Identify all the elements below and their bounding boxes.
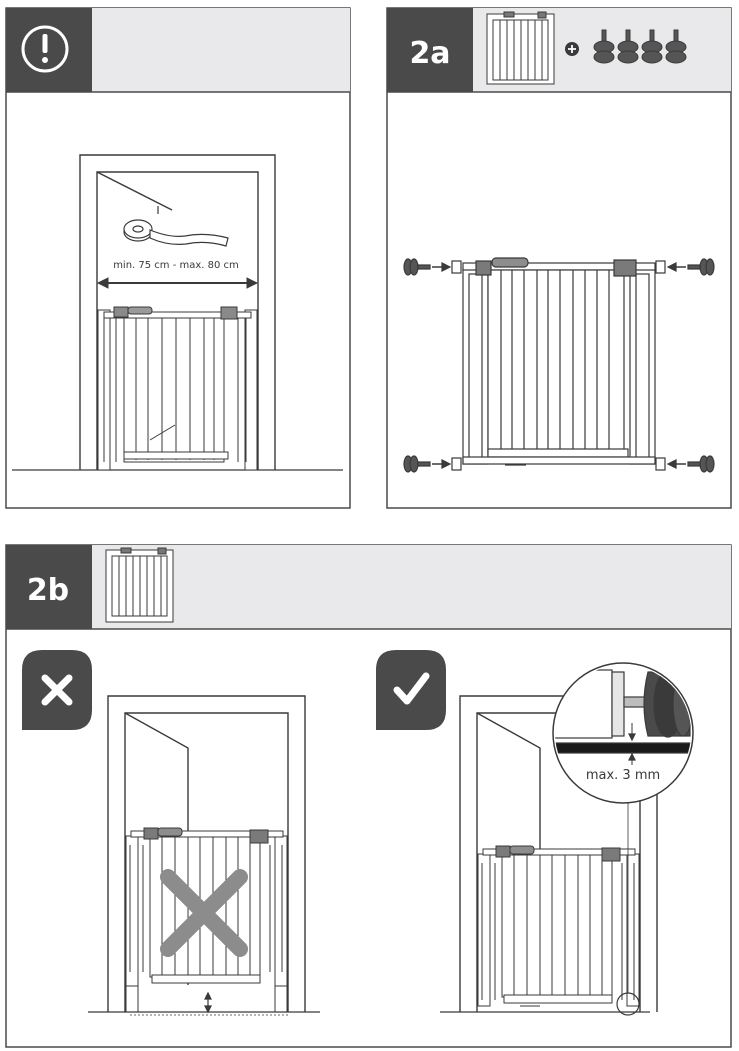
check-icon	[376, 650, 446, 730]
zoom-detail: max. 3 mm	[552, 662, 694, 804]
correct-installation: max. 3 mm	[440, 662, 694, 1016]
width-arrow	[96, 277, 259, 289]
cross-icon	[22, 650, 92, 730]
step-2b-panel: 2b	[5, 544, 732, 1048]
gap-arrow	[204, 991, 212, 1014]
warning-panel: min. 75 cm - max. 80 cm	[5, 7, 351, 509]
gate-thumbnail-icon	[105, 547, 174, 623]
gate-illustration	[462, 257, 656, 466]
step-2b-label: 2b	[27, 573, 69, 608]
gate-thumbnail-icon	[486, 11, 555, 85]
door-frame	[79, 154, 276, 470]
plus-icon	[565, 42, 579, 56]
incorrect-installation	[88, 695, 320, 1016]
tape-measure-icon	[123, 206, 229, 247]
spindle-insert-arrows	[403, 258, 715, 473]
big-cross-mark	[160, 869, 248, 957]
measure-range-label: min. 75 cm - max. 80 cm	[113, 260, 239, 271]
gate-illustration	[97, 306, 258, 471]
spindle-rod-icons	[593, 29, 687, 64]
exclamation-icon	[21, 25, 69, 73]
step-2a-panel: 2a	[386, 7, 732, 509]
step-2a-label: 2a	[409, 36, 450, 71]
gap-max-label: max. 3 mm	[586, 768, 660, 783]
